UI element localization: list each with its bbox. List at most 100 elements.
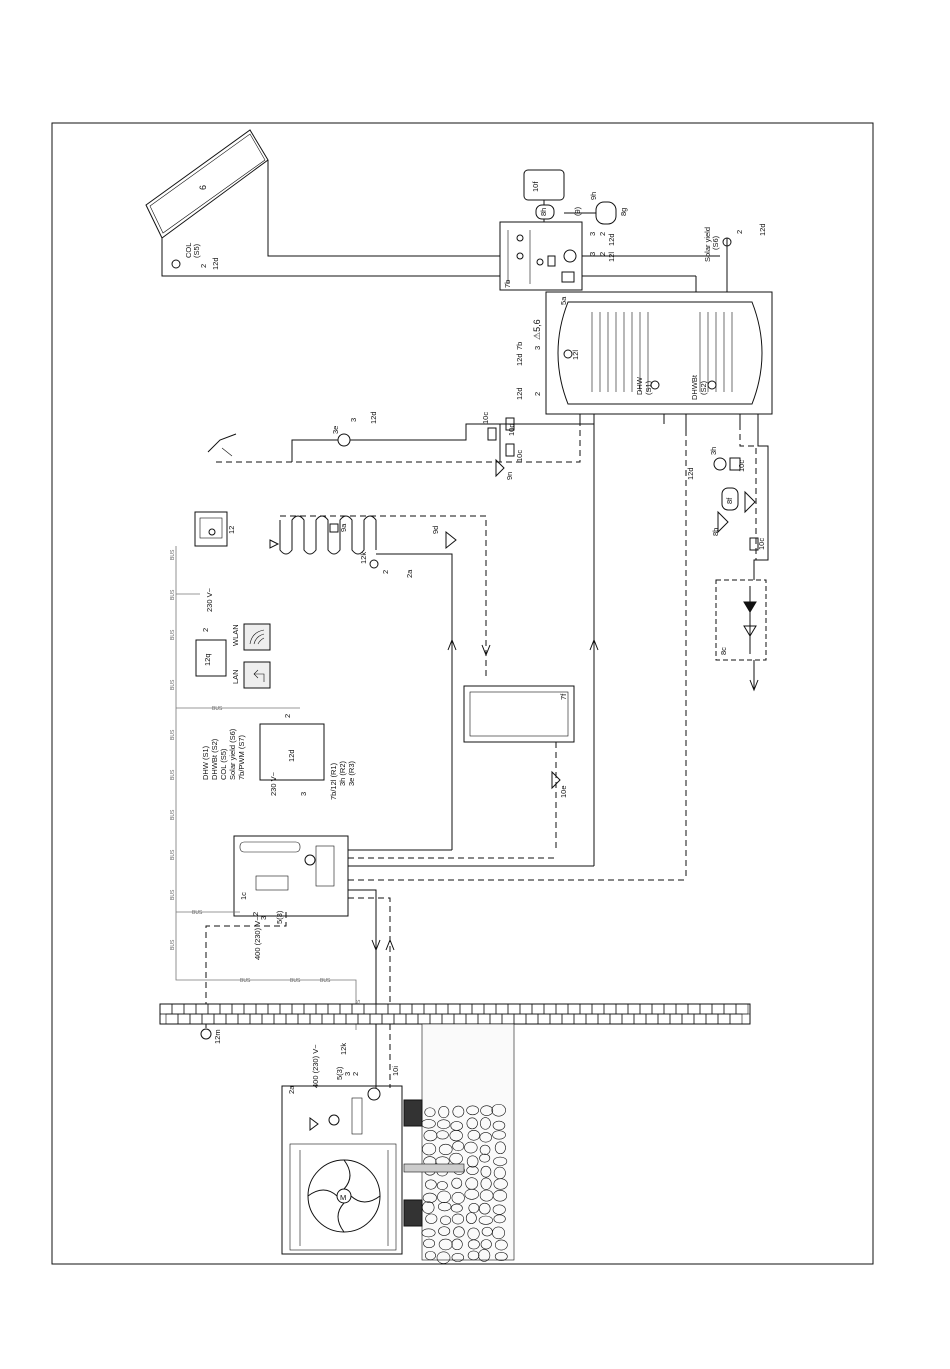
svg-text:10e: 10e <box>559 785 568 798</box>
svg-text:DHW: DHW <box>635 376 644 395</box>
stone <box>494 1239 508 1251</box>
svg-text:3h: 3h <box>709 447 718 455</box>
col-sensor-code: (S5) <box>192 243 201 258</box>
svg-text:2: 2 <box>199 264 208 268</box>
stone <box>479 1153 491 1163</box>
svg-text:230 V~: 230 V~ <box>269 771 278 796</box>
stone <box>466 1105 479 1116</box>
stone <box>451 1213 465 1225</box>
underfloor-heating-circuit: 9a 12k 2 2a 9d <box>269 515 457 578</box>
svg-text:12d: 12d <box>515 387 524 400</box>
terminal-box-12d: 12d 2 3 230 V~ DHW (S1) DHWBt (S2) COL (… <box>201 714 356 800</box>
svg-text:12m: 12m <box>213 1029 222 1044</box>
stone <box>478 1202 491 1215</box>
stone <box>492 1204 506 1215</box>
stone <box>421 1228 436 1238</box>
svg-text:3: 3 <box>588 252 597 256</box>
stone <box>491 1103 506 1117</box>
svg-text:400 (230) V~: 400 (230) V~ <box>311 1044 320 1088</box>
expansion-vessel-10f: 10f 8h <box>523 169 565 222</box>
stone <box>437 1190 451 1203</box>
stone <box>422 1142 437 1156</box>
outdoor-sensor-12m: 12m <box>200 1028 222 1044</box>
svg-text:3: 3 <box>349 418 358 422</box>
svg-text:BUS: BUS <box>170 629 176 640</box>
svg-text:12: 12 <box>227 526 236 534</box>
stone <box>480 1105 494 1116</box>
svg-text:8g: 8g <box>619 208 628 216</box>
svg-text:2: 2 <box>283 714 292 718</box>
stone <box>425 1213 438 1224</box>
ground-stones <box>421 1103 508 1264</box>
svg-text:3: 3 <box>259 916 268 920</box>
svg-text:5(3): 5(3) <box>275 910 284 924</box>
stone <box>449 1130 463 1142</box>
stone <box>493 1214 506 1224</box>
stone <box>464 1141 478 1154</box>
stone <box>438 1105 450 1119</box>
stone <box>422 1192 437 1203</box>
stone <box>492 1226 506 1240</box>
stone <box>424 1107 436 1118</box>
internet-module-12q: 12q 2 230 V~ WLAN LAN <box>195 587 271 689</box>
svg-text:BUS: BUS <box>290 978 301 984</box>
svg-text:BUS: BUS <box>240 978 251 984</box>
solar-yield-sensor: Solar yield (S6) 2 12d <box>703 223 767 292</box>
svg-text:BUS: BUS <box>170 849 176 860</box>
svg-text:DHWBt (S2): DHWBt (S2) <box>210 738 219 780</box>
stone <box>493 1178 508 1190</box>
svg-text:9a: 9a <box>339 523 348 532</box>
stone <box>450 1203 463 1213</box>
svg-text:BUS: BUS <box>170 809 176 820</box>
stone <box>453 1226 465 1238</box>
circulation-pump-3e: 3e 3 12d <box>331 411 378 447</box>
stone <box>494 1252 508 1261</box>
diagram-frame <box>51 122 874 1265</box>
stone <box>464 1188 480 1200</box>
svg-text:8c: 8c <box>719 647 728 655</box>
stone <box>480 1165 492 1178</box>
stone <box>438 1226 451 1236</box>
svg-text:400 (230) V~: 400 (230) V~ <box>253 916 262 960</box>
svg-text:12l: 12l <box>607 252 616 262</box>
svg-text:BUS: BUS <box>170 769 176 780</box>
solar-collector: 6 <box>145 129 269 239</box>
unit-feet <box>403 1099 465 1227</box>
storage-rating: ⚠5,6 <box>532 319 542 340</box>
storage-tank-5a: 5a ⚠5,6 DHW (S1) DHWBt (S2) 12l 7b 12d 3… <box>515 291 773 430</box>
svg-text:BUS: BUS <box>170 729 176 740</box>
svg-text:3h (R2): 3h (R2) <box>338 760 347 786</box>
svg-text:10i: 10i <box>391 1066 400 1076</box>
svg-text:(S1): (S1) <box>644 380 653 395</box>
svg-text:9h: 9h <box>589 192 598 200</box>
svg-text:BUS: BUS <box>170 549 176 560</box>
svg-text:12d: 12d <box>211 257 220 270</box>
stone <box>478 1249 491 1262</box>
vessel-8f: 8f 8b 10c <box>711 487 766 551</box>
stone <box>423 1238 436 1249</box>
svg-text:1c: 1c <box>239 892 248 900</box>
pump-3h: 3h 10c 12d <box>686 447 746 480</box>
svg-text:BUS: BUS <box>212 706 223 712</box>
svg-text:5(3): 5(3) <box>335 1066 344 1080</box>
svg-text:9n: 9n <box>505 472 514 480</box>
stone <box>438 1238 453 1251</box>
stone <box>440 1215 452 1225</box>
svg-text:5a: 5a <box>559 296 568 305</box>
indoor-unit-1c: 1c 2 3 5(3) 400 (230) V~ <box>233 835 349 960</box>
stone <box>468 1202 480 1214</box>
svg-text:7b: 7b <box>503 280 512 288</box>
svg-text:12d: 12d <box>758 223 767 236</box>
svg-text:Solar yield (S6): Solar yield (S6) <box>228 728 237 780</box>
svg-text:BUS: BUS <box>170 889 176 900</box>
stone <box>425 1179 437 1190</box>
svg-text:10c: 10c <box>757 538 766 550</box>
svg-text:10d: 10d <box>507 423 516 436</box>
valves-10c-10d: 10c 10d 10c 9n <box>481 412 524 480</box>
svg-text:12d: 12d <box>369 411 378 424</box>
svg-text:10c: 10c <box>515 450 524 462</box>
svg-text:12d: 12d <box>686 467 695 480</box>
svg-text:BUS: BUS <box>170 939 176 950</box>
svg-text:(S2): (S2) <box>699 380 708 395</box>
